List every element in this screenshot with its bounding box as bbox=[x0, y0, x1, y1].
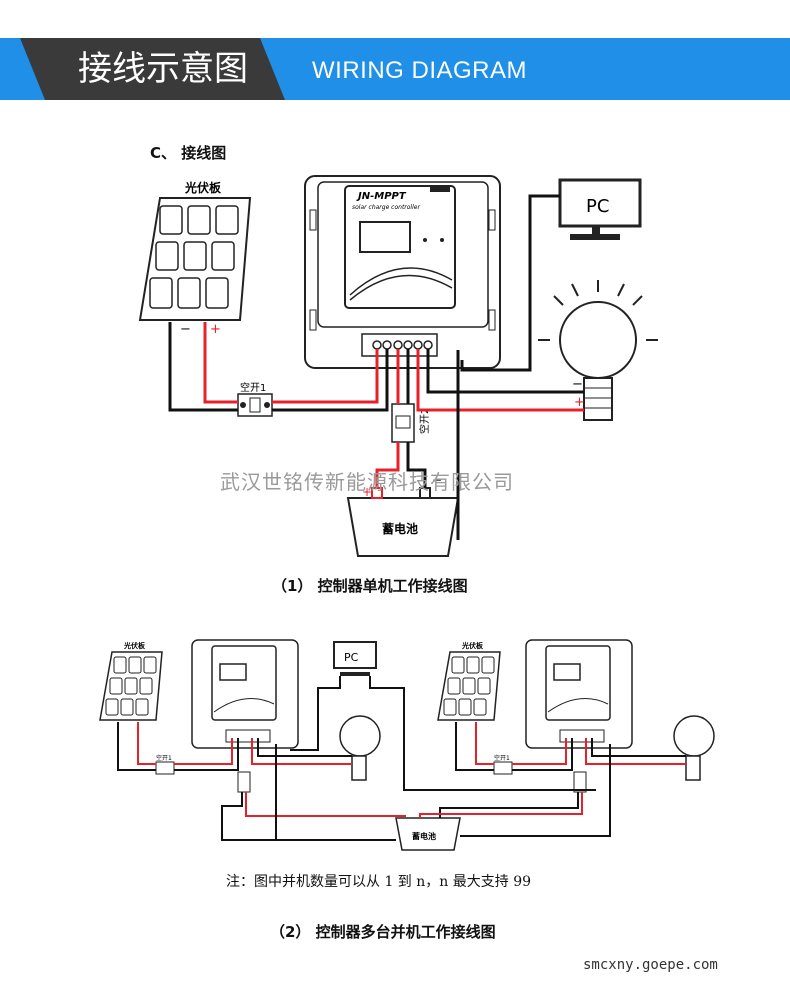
caption-1: （1） 控制器单机工作接线图 bbox=[272, 577, 468, 595]
battery: 蓄电池 + − bbox=[346, 473, 460, 557]
header-title-cn: 接线示意图 bbox=[78, 49, 248, 89]
panel-left-label: 光伏板 bbox=[123, 641, 146, 650]
site-url: smcxny.goepe.com bbox=[583, 957, 718, 973]
controller-left bbox=[191, 639, 299, 749]
panel-minus: − bbox=[180, 322, 191, 337]
controller-sub: solar charge controller bbox=[352, 204, 420, 211]
breaker2-label: 空开2 bbox=[418, 408, 431, 434]
header-title-en: WIRING DIAGRAM bbox=[312, 57, 527, 84]
controller-model: JN-MPPT bbox=[356, 191, 407, 202]
battery2-label: 蓄电池 bbox=[412, 831, 436, 841]
battery-2: 蓄电池 bbox=[395, 817, 461, 851]
note: 注：图中并机数量可以从 1 到 n，n 最大支持 99 bbox=[226, 874, 532, 890]
lamp-plus: + bbox=[574, 395, 585, 410]
pc2-label: PC bbox=[344, 651, 359, 664]
lamp-left bbox=[339, 715, 381, 781]
lamp-right bbox=[673, 715, 715, 781]
charge-controller: JN-MPPT solar charge controller bbox=[304, 175, 501, 369]
lamp-minus: − bbox=[572, 377, 583, 392]
breaker-2: 空开2 bbox=[391, 403, 431, 443]
wires-1 bbox=[168, 194, 584, 540]
breaker-right-1-label: 空开1 bbox=[494, 754, 510, 762]
controller-right bbox=[525, 639, 633, 749]
solar-panel: 光伏板 − + bbox=[138, 180, 252, 337]
pc-monitor-2: PC bbox=[333, 641, 377, 676]
wiring-diagram-parallel: 光伏板 PC 光伏板 bbox=[99, 639, 715, 851]
breaker-right-2 bbox=[573, 771, 587, 793]
battery-plus: + bbox=[362, 485, 372, 499]
battery-label: 蓄电池 bbox=[382, 521, 418, 536]
section-label: C、 接线图 bbox=[150, 144, 227, 162]
solar-panel-right: 光伏板 bbox=[437, 641, 501, 721]
load-lamp: − + bbox=[538, 280, 658, 421]
panel-label: 光伏板 bbox=[184, 180, 222, 195]
banner-dark-tab bbox=[20, 38, 285, 100]
breaker-left-2 bbox=[237, 771, 251, 793]
breaker1-label: 空开1 bbox=[240, 381, 266, 394]
pc-label: PC bbox=[586, 196, 609, 217]
caption-2: （2） 控制器多台并机工作接线图 bbox=[270, 923, 496, 941]
watermark: 武汉世铭传新能源科技有限公司 bbox=[220, 470, 514, 494]
wires-2 bbox=[117, 676, 686, 841]
battery-minus: − bbox=[432, 473, 442, 487]
wiring-diagram-single: 光伏板 − + JN-MPPT solar charge controller … bbox=[138, 175, 658, 557]
solar-panel-left: 光伏板 bbox=[99, 641, 163, 721]
breaker-left-1-label: 空开1 bbox=[156, 754, 172, 762]
pc-monitor: PC bbox=[558, 178, 642, 240]
breaker-1: 空开1 bbox=[237, 381, 273, 417]
breaker-right-1 bbox=[493, 761, 513, 775]
header-banner bbox=[0, 38, 790, 100]
panel-plus: + bbox=[210, 322, 221, 337]
breaker-left-1 bbox=[155, 761, 175, 775]
panel-right-label: 光伏板 bbox=[461, 641, 484, 650]
